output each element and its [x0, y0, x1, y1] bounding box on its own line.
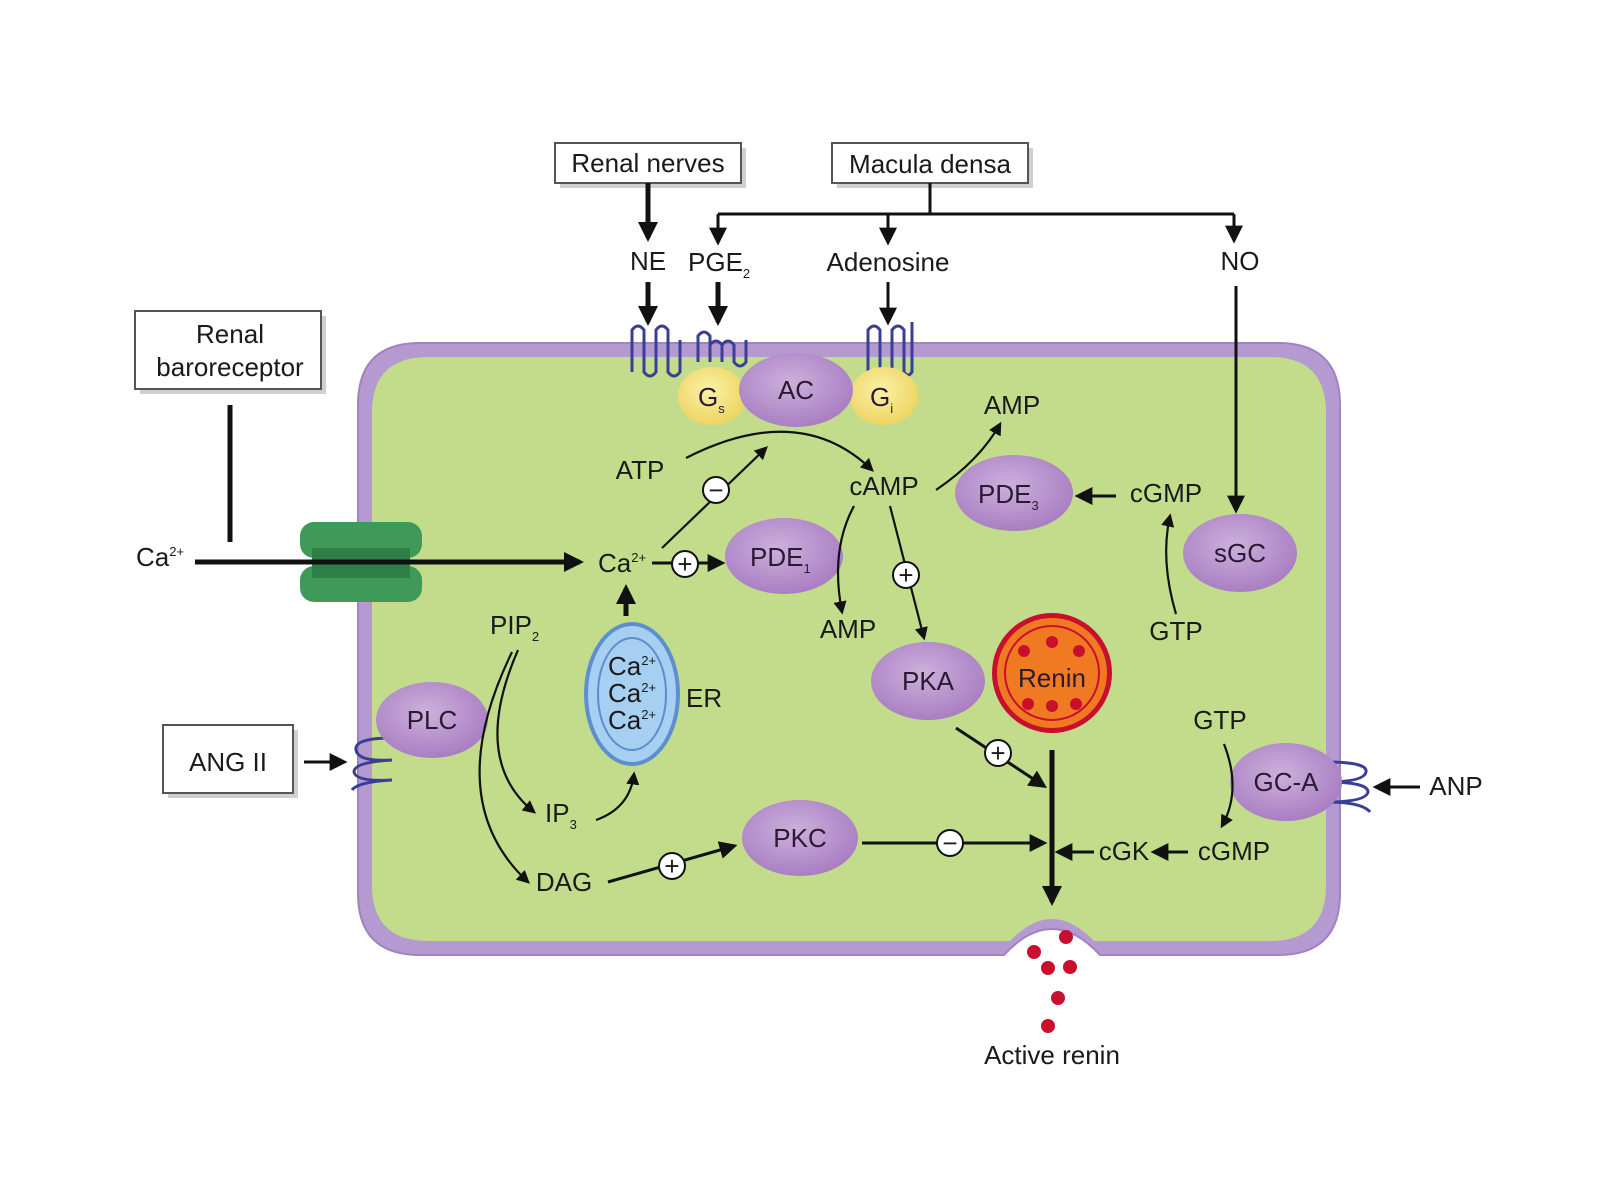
svg-text:PDE1: PDE1: [750, 542, 811, 576]
gi-protein: Gi: [850, 367, 918, 425]
dag-label: DAG: [536, 867, 592, 897]
ang-ii-box: ANG II: [162, 724, 298, 798]
arrow-pip2-to-ip3: [496, 649, 537, 814]
ip3-label: IP3: [545, 798, 577, 832]
ne-label: NE: [630, 246, 666, 276]
gca-enzyme: GC-A: [1230, 743, 1342, 821]
camp-label: cAMP: [849, 471, 918, 501]
gtp-low-label: GTP: [1193, 705, 1246, 735]
stimulate-camp-pka: +: [892, 560, 920, 590]
sgc-enzyme: sGC: [1183, 514, 1297, 592]
inhibit-ca-ac: −: [702, 475, 730, 505]
stimulate-dag-pkc: +: [658, 851, 686, 881]
cgmp-low-label: cGMP: [1198, 836, 1270, 866]
gtp-mid-label: GTP: [1149, 616, 1202, 646]
er-label: ER: [686, 683, 722, 713]
svg-text:PLC: PLC: [407, 705, 458, 735]
renal-nerves-box: Renal nerves: [554, 142, 746, 188]
macula-densa-box: Macula densa: [831, 142, 1033, 188]
ca-inside-label: Ca2+: [598, 548, 646, 578]
ne-receptor-icon: [630, 324, 682, 378]
arrow-gtp-to-cgmp-low: [1220, 743, 1234, 829]
gs-protein: Gs: [678, 367, 746, 425]
amp-mid-label: AMP: [820, 614, 876, 644]
arrow-pip2-to-dag: [478, 651, 530, 884]
top-arrows: [227, 183, 1245, 542]
pkc-enzyme: PKC: [742, 800, 858, 876]
anp-label: ANP: [1429, 771, 1482, 801]
stimulate-pka-secretion: +: [984, 738, 1012, 768]
svg-text:AC: AC: [778, 375, 814, 405]
secreted-renin-dots: [1027, 930, 1077, 1033]
stimulate-ca-pde1: +: [671, 549, 699, 579]
renin-granule-dots: [1018, 636, 1085, 712]
svg-text:+: +: [990, 738, 1005, 768]
svg-text:+: +: [664, 851, 679, 881]
modifier-markers: − + + + − +: [658, 475, 1012, 881]
svg-text:−: −: [942, 828, 957, 858]
svg-text:−: −: [708, 475, 723, 505]
svg-text:GC-A: GC-A: [1254, 767, 1320, 797]
svg-text:PDE3: PDE3: [978, 479, 1039, 513]
plc-enzyme: PLC: [376, 682, 488, 758]
svg-text:+: +: [898, 560, 913, 590]
renin-label: Renin: [1018, 663, 1086, 693]
renal-baroreceptor-box: Renal baroreceptor: [134, 310, 326, 394]
atp-label: ATP: [616, 455, 665, 485]
pka-enzyme: PKA: [871, 642, 985, 720]
arrow-gtp-to-cgmp-top: [1161, 513, 1178, 615]
renal-nerves-label: Renal nerves: [571, 148, 724, 178]
ang-ii-label: ANG II: [189, 747, 267, 777]
pge2-label: PGE2: [688, 247, 750, 281]
no-label: NO: [1221, 246, 1260, 276]
endoplasmic-reticulum: Ca2+ Ca2+ Ca2+: [584, 622, 680, 766]
active-renin-label: Active renin: [984, 1040, 1120, 1070]
cgk-label: cGK: [1099, 836, 1150, 866]
svg-text:Ca2+: Ca2+: [608, 705, 656, 735]
svg-text:Gs: Gs: [698, 382, 725, 416]
svg-text:PKC: PKC: [773, 823, 826, 853]
svg-text:Gi: Gi: [870, 382, 893, 416]
renal-baroreceptor-label-2: baroreceptor: [156, 352, 304, 382]
ac-enzyme: AC: [739, 353, 853, 427]
pde3-enzyme: PDE3: [955, 455, 1073, 531]
cell: [357, 342, 1341, 956]
pip2-label: PIP2: [490, 610, 539, 644]
arrow-atp-to-camp: [685, 430, 874, 472]
svg-text:+: +: [677, 549, 692, 579]
svg-text:PKA: PKA: [902, 666, 955, 696]
renin-granule: Renin: [992, 613, 1112, 733]
renal-baroreceptor-label-1: Renal: [196, 319, 264, 349]
svg-text:sGC: sGC: [1214, 538, 1266, 568]
amp-top-label: AMP: [984, 390, 1040, 420]
arrow-camp-to-amp-mid: [833, 505, 855, 615]
cgmp-top-label: cGMP: [1130, 478, 1202, 508]
inhibit-pkc-secretion: −: [936, 828, 964, 858]
ca-outside-label: Ca2+: [136, 542, 184, 572]
macula-densa-branch: [718, 183, 1234, 216]
svg-text:Ca2+: Ca2+: [608, 651, 656, 681]
arrow-camp-to-amp-top: [935, 421, 1002, 491]
macula-densa-label: Macula densa: [849, 149, 1011, 179]
ang-ii-receptor-icon: [350, 736, 393, 792]
adenosine-label: Adenosine: [827, 247, 950, 277]
pde1-enzyme: PDE1: [725, 518, 843, 594]
pge-receptor-icon: [696, 330, 748, 368]
svg-text:Ca2+: Ca2+: [608, 678, 656, 708]
arrow-ip3-to-er: [595, 771, 640, 822]
